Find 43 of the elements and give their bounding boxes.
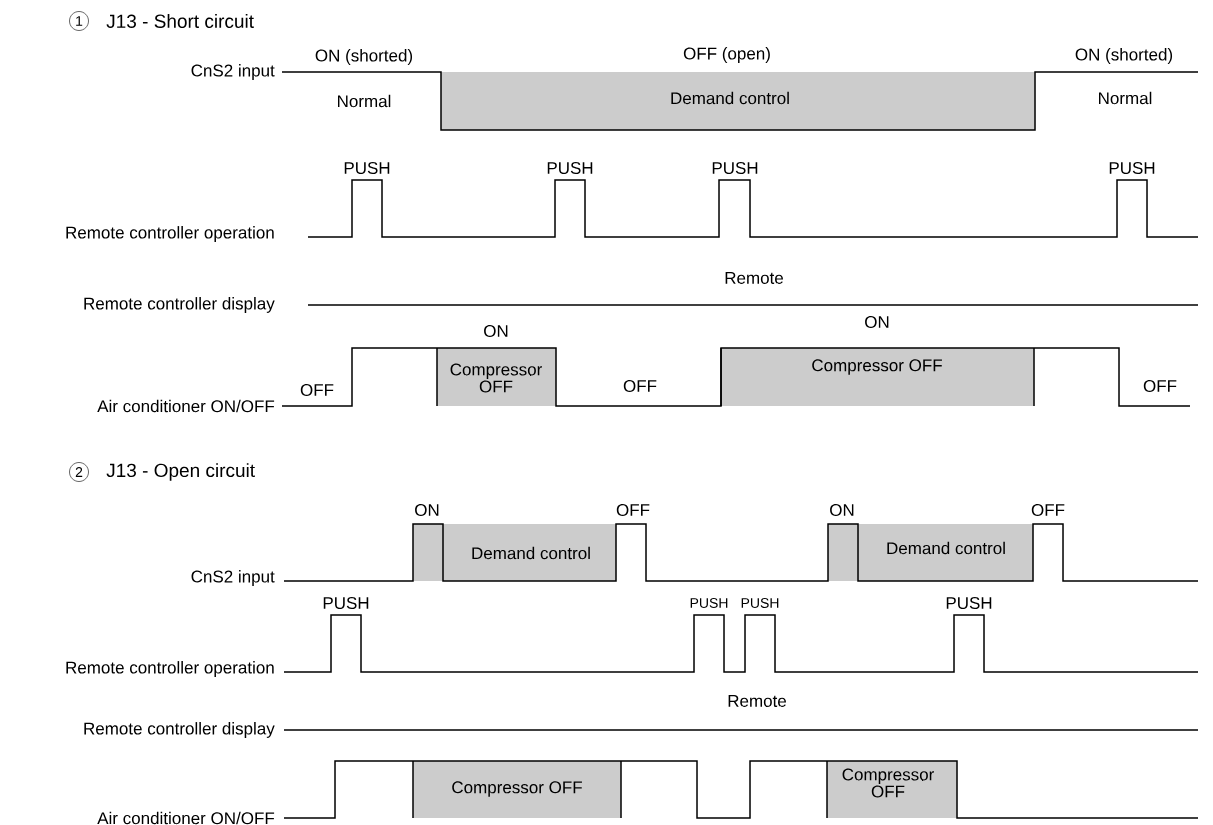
state-label: Demand control <box>671 91 789 105</box>
state-label: ON <box>865 316 889 329</box>
state-label: PUSH <box>741 598 779 608</box>
signal-name: Remote controller display <box>84 297 275 313</box>
state-label: OFF <box>300 384 334 397</box>
state-label: PUSH <box>547 162 593 175</box>
section-title: J13 - Short circuit <box>106 14 254 28</box>
state-label: Compressor OFF <box>450 363 542 393</box>
signal-name: CnS2 input <box>191 570 275 586</box>
state-label: PUSH <box>323 597 369 610</box>
state-label: PUSH <box>712 162 758 175</box>
signal-name: Remote controller operation <box>66 661 274 677</box>
signal-name: CnS2 input <box>191 64 275 80</box>
state-label: ON <box>830 504 854 517</box>
state-label: Compressor OFF <box>452 781 582 797</box>
signal-name: Air conditioner ON/OFF <box>97 811 275 825</box>
state-label: Compressor OFF <box>812 359 942 375</box>
state-label: ON (shorted) <box>1075 48 1173 64</box>
state-label: PUSH <box>946 597 992 610</box>
signal-name: Remote controller operation <box>66 226 274 242</box>
section-title: J13 - Open circuit <box>106 463 255 481</box>
state-label: OFF (open) <box>683 47 770 63</box>
state-label: ON (shorted) <box>315 49 413 65</box>
state-label: Normal <box>338 94 391 108</box>
signal-name: Remote controller display <box>84 722 275 738</box>
state-label: PUSH <box>344 162 390 175</box>
state-label: OFF <box>623 380 657 393</box>
state-label: Demand control <box>887 541 1005 555</box>
circled-number: 2 <box>69 462 89 482</box>
signal-name: Air conditioner ON/OFF <box>97 399 275 413</box>
state-label: OFF <box>1031 504 1065 517</box>
state-label: Demand control <box>472 546 590 560</box>
state-label: Remote <box>728 695 786 707</box>
state-label: OFF <box>1143 380 1177 393</box>
state-label: PUSH <box>1109 162 1155 175</box>
state-label: Compressor OFF <box>842 768 934 798</box>
state-label: ON <box>484 325 508 338</box>
state-label: Normal <box>1099 91 1152 105</box>
state-label: ON <box>415 504 439 517</box>
circled-number: 1 <box>69 11 89 31</box>
state-label: Remote <box>725 272 783 284</box>
state-label: OFF <box>616 504 650 517</box>
state-label: PUSH <box>690 598 728 608</box>
